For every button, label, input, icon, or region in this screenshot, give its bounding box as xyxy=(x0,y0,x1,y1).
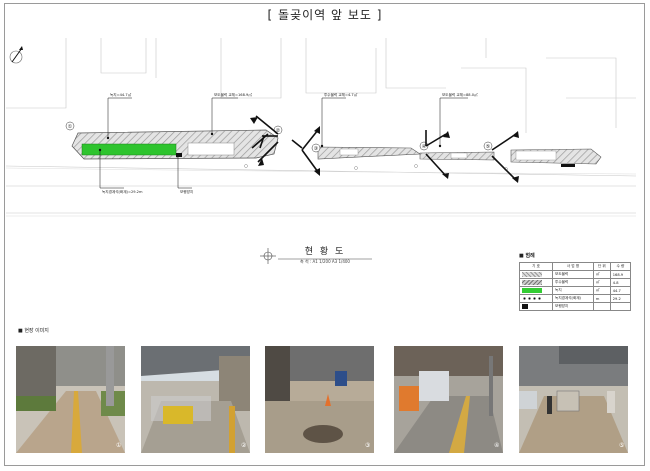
legend-row: 보도블럭 ㎡ 168.9 xyxy=(518,270,632,279)
legend-row-name: 투수블럭 xyxy=(552,278,594,287)
photo-number: ② xyxy=(241,442,247,449)
legend-row: 보행방지 xyxy=(518,302,632,311)
callout-greenery: 녹지=44.7㎡ xyxy=(110,92,132,97)
photo-number: ① xyxy=(116,442,122,449)
page-title: [ 돌곶이역 앞 보도 ] xyxy=(267,8,383,22)
marker-1: ① xyxy=(68,124,73,130)
block-swatch-icon xyxy=(522,304,528,309)
view-direction-arrows xyxy=(251,115,517,181)
site-plan: ① ② ③ ④ ⑤ 녹지=44.7㎡ 보도블럭 교체=168.9㎡ 투수블럭 교… xyxy=(6,38,636,217)
legend-header-symbol: 기 호 xyxy=(518,262,554,271)
callout-paving-1: 보도블럭 교체=168.9㎡ xyxy=(214,92,252,97)
callout-block: 보행방지 xyxy=(180,189,193,194)
greenery-swatch-icon xyxy=(522,288,542,293)
marker-3: ③ xyxy=(314,146,318,152)
curb-swatch-icon xyxy=(522,296,542,301)
callout-paving-2: 보도블럭 교체=88.0㎡ xyxy=(442,92,478,97)
plan-caption-title: 현 황 도 xyxy=(304,247,346,257)
callout-curb: 녹지경계석(화계)=29.2m xyxy=(102,189,143,194)
north-arrow-icon xyxy=(9,46,23,64)
legend-row-unit: ㎡ xyxy=(592,286,611,295)
legend-table: 기 호 사 업 명 단 위 수 량 보도블럭 ㎡ 168.9 투수블럭 ㎡ 4.… xyxy=(518,262,632,311)
callout-permeable: 투수블럭 교체=4.7㎡ xyxy=(324,92,358,97)
legend-row: 투수블럭 ㎡ 4.8 xyxy=(518,278,632,287)
legend: ■ 범례 기 호 사 업 명 단 위 수 량 보도블럭 ㎡ 168.9 투수블럭… xyxy=(518,252,632,311)
legend-row: 녹지경계석(화계) m 29.2 xyxy=(518,294,632,303)
marker-5: ⑤ xyxy=(486,144,490,150)
legend-row-name: 녹지 xyxy=(552,286,594,295)
legend-row-name: 보도블럭 xyxy=(552,270,594,279)
legend-row-name: 녹지경계석(화계) xyxy=(552,294,594,303)
legend-header-qty: 수 량 xyxy=(609,262,632,271)
legend-header-unit: 단 위 xyxy=(592,262,611,271)
legend-row-unit: ㎡ xyxy=(592,278,611,287)
legend-header-name: 사 업 명 xyxy=(552,262,594,271)
legend-row-qty: 4.8 xyxy=(609,278,632,287)
site-images-label: ■ 현장 이미지 xyxy=(18,328,49,334)
site-photo-5 xyxy=(519,346,628,453)
site-photo-1 xyxy=(16,346,125,453)
legend-heading: ■ 범례 xyxy=(519,253,535,259)
site-photo-2 xyxy=(141,346,250,453)
site-photos: ① ② ③ ④ ⑤ xyxy=(16,346,628,453)
photo-number: ⑤ xyxy=(619,442,625,449)
legend-row-unit: m xyxy=(592,294,611,303)
marker-2: ② xyxy=(276,128,281,134)
photo-number: ③ xyxy=(365,442,371,449)
legend-row-qty: 168.9 xyxy=(609,270,632,279)
site-photo-3 xyxy=(265,346,374,453)
legend-row-name: 보행방지 xyxy=(552,302,594,311)
site-photo-4 xyxy=(394,346,503,453)
permeable-swatch-icon xyxy=(522,280,542,285)
legend-row-qty xyxy=(609,302,632,311)
plan-caption-scale: 축 척 : A1 1/200 A3 1/400 xyxy=(300,259,350,264)
legend-row-unit xyxy=(592,302,611,311)
legend-row-qty: 44.7 xyxy=(609,286,632,295)
marker-4: ④ xyxy=(422,144,427,150)
plan-caption: 현 황 도 축 척 : A1 1/200 A3 1/400 xyxy=(250,244,400,265)
paving-swatch-icon xyxy=(522,272,542,277)
legend-row-unit: ㎡ xyxy=(592,270,611,279)
legend-row: 녹지 ㎡ 44.7 xyxy=(518,286,632,295)
legend-row-qty: 29.2 xyxy=(609,294,632,303)
photo-number: ④ xyxy=(494,442,500,449)
caption-symbol-icon xyxy=(260,248,372,264)
